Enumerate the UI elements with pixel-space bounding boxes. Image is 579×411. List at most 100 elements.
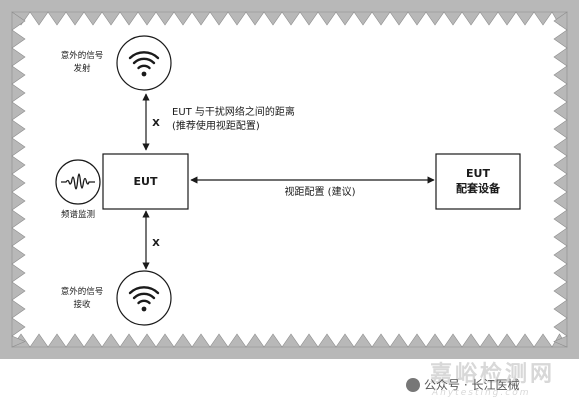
watermark-brand: 嘉峪检测网 [430,362,556,387]
absorber-cone [65,333,85,348]
absorber-cone [137,11,157,26]
absorber-cone [553,299,568,319]
absorber-cone [553,119,568,139]
watermark-en: Anytesting.com [432,388,531,398]
absorber-cone [389,333,409,348]
absorber-cone [11,11,26,31]
absorber-cone [407,333,427,348]
absorber-cone [281,11,301,26]
absorber-cone [317,333,337,348]
absorber-cone [11,137,26,157]
absorber-cone [353,333,373,348]
absorber-cone [553,263,568,283]
absorber-cone [515,11,535,26]
absorber-cone [553,209,568,229]
absorber-cone [191,333,211,348]
absorber-cone [209,333,229,348]
los-label: 视距配置 (建议) [284,187,356,198]
eut-label: EUT [133,175,158,188]
absorber-cone [101,11,121,26]
absorber-cone [263,333,283,348]
absorber-cone [11,173,26,193]
absorber-cone [281,333,301,348]
absorber-cone [11,209,26,229]
absorber-cone [11,335,26,348]
support-equipment-box [435,153,521,210]
absorber-cone [227,333,247,348]
absorber-cone [553,29,568,49]
wifi-icon-top [116,35,172,91]
absorber-cone [533,333,553,348]
watermark-account: 公众号 · 长江医械 [406,376,519,393]
absorber-band [0,347,579,359]
absorber-cone [425,11,445,26]
absorber-cone [553,155,568,175]
support-label: EUT 配套设备 [436,166,520,196]
absorber-cone [119,333,139,348]
wifi-icon-bottom [116,270,172,326]
absorber-cone [155,333,175,348]
support-line1: EUT [466,167,490,180]
absorber-cone [263,11,283,26]
absorber-cone [191,11,211,26]
signal-top-line1: 意外的信号 [60,51,104,61]
x-label-top: X [152,118,160,129]
absorber-cone [553,173,568,193]
absorber-cone [553,137,568,157]
absorber-cone [11,119,26,139]
absorber-cone [479,333,499,348]
absorber-cone [47,333,67,348]
absorber-cone [11,47,26,67]
absorber-cone [11,299,26,319]
support-line2: 配套设备 [456,182,500,195]
absorber-cone [137,333,157,348]
absorber-cone [11,263,26,283]
absorber-cone [443,333,463,348]
absorber-cone [479,11,499,26]
absorber-wall [0,0,579,359]
absorber-cone [335,333,355,348]
absorber-cone [11,155,26,175]
absorber-cone [353,11,373,26]
absorber-cone [371,333,391,348]
absorber-cone [553,245,568,265]
absorber-band [0,0,12,359]
spectrum-label: 频谱监测 [60,210,95,220]
absorber-cone [11,317,26,337]
absorber-cone [29,333,49,348]
absorber-cone [173,333,193,348]
absorber-cone [553,101,568,121]
absorber-cone [155,11,175,26]
absorber-cone [299,11,319,26]
absorber-cone [11,65,26,85]
eut-box [102,153,189,210]
absorber-cone [245,11,265,26]
absorber-cone [47,11,67,26]
absorber-cone [11,29,26,49]
spectrum-waveform-icon [55,159,101,205]
absorber-cone [553,335,568,348]
absorber-cone [83,333,103,348]
absorber-cone [553,281,568,301]
absorber-cone [11,191,26,211]
distance-line2: (推荐使用视距配置) [172,121,260,132]
absorber-cone [443,11,463,26]
absorber-cone [65,11,85,26]
absorber-cone [553,83,568,103]
watermark-account-text: 公众号 · 长江医械 [424,378,520,392]
absorber-cone [553,47,568,67]
x-label-bottom: X [152,238,160,249]
absorber-cone [119,11,139,26]
absorber-cone [389,11,409,26]
absorber-cone [11,101,26,121]
absorber-cone [101,333,121,348]
absorber-cone [83,11,103,26]
absorber-cone [335,11,355,26]
absorber-cone [29,11,49,26]
distance-label: EUT 与干扰网络之间的距离 (推荐使用视距配置) [172,106,295,134]
absorber-cone [11,281,26,301]
signal-bottom-line2: 接收 [73,300,91,310]
absorber-cone [553,11,568,31]
